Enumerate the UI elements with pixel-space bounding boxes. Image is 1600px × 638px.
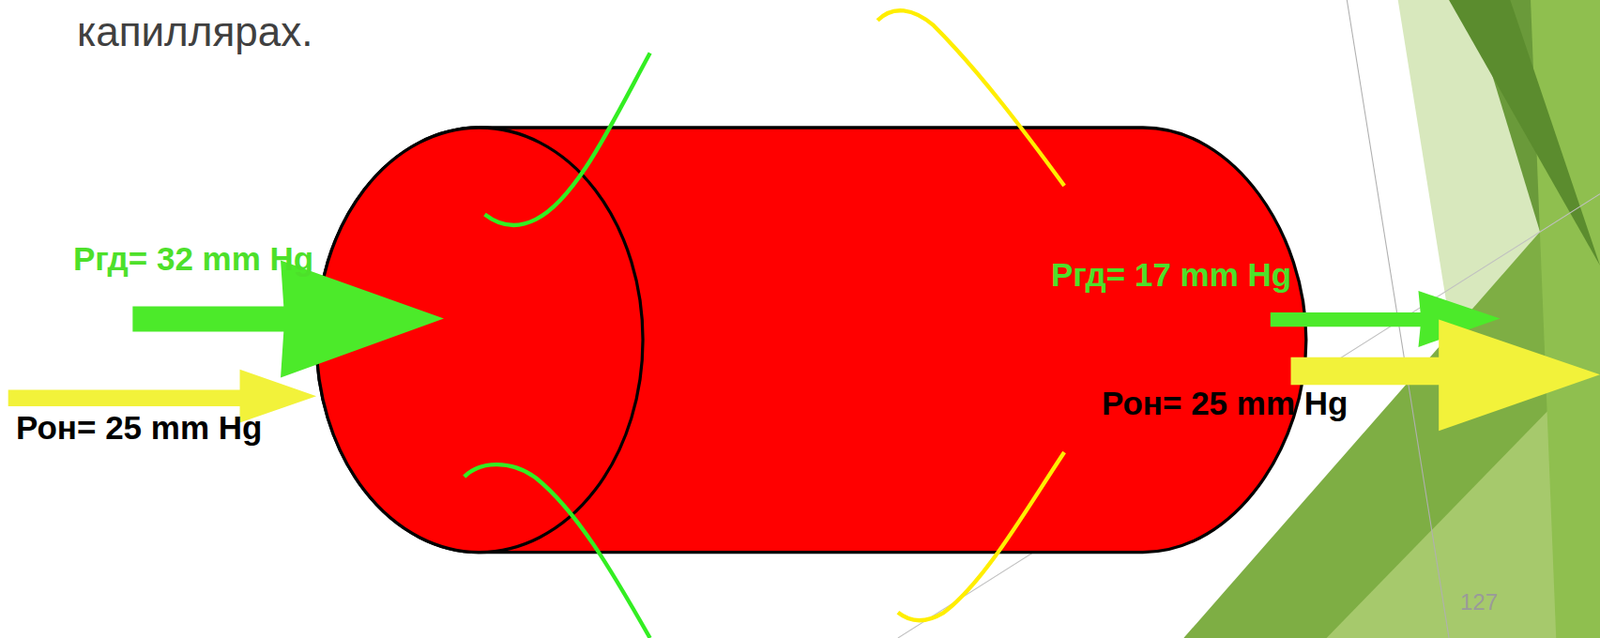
filtration-curve (485, 53, 651, 226)
slide-title: капиллярах. (76, 11, 313, 53)
pressure-arrow (132, 259, 444, 378)
pressure-label: Рон= 25 mm Hg (1101, 386, 1348, 420)
pressure-label: Ргд= 17 mm Hg (1051, 258, 1292, 291)
page-number: 127 (1460, 591, 1498, 614)
decor-shape (1448, 0, 1600, 266)
filtration-curve (464, 464, 651, 638)
pressure-label: Рон= 25 mm Hg (15, 411, 262, 444)
reabsorption-curve (898, 452, 1065, 621)
pressure-label: Ргд= 32 mm Hg (73, 242, 314, 275)
capillary-body (316, 127, 1307, 553)
reabsorption-curve (877, 10, 1065, 186)
